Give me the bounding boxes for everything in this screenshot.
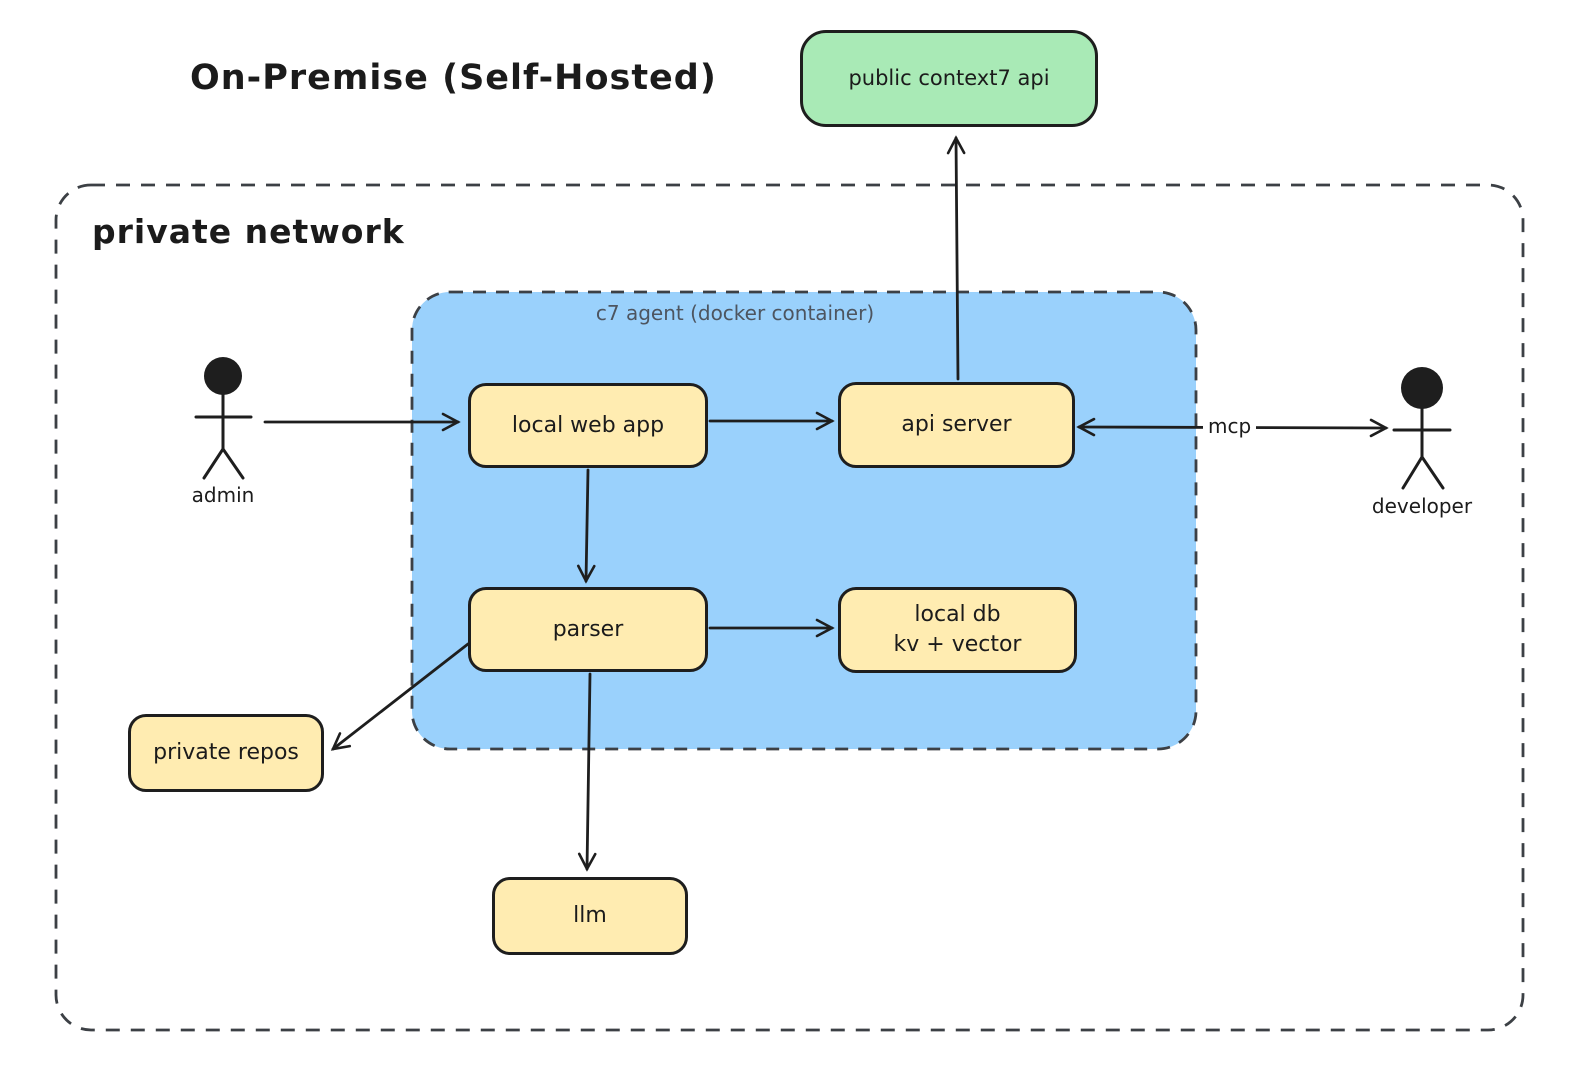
node-llm-label: llm bbox=[573, 903, 607, 929]
node-private-repos: private repos bbox=[128, 714, 324, 792]
edge-local-web-app-parser bbox=[576, 468, 596, 584]
edge-parser-private-repos bbox=[330, 642, 470, 751]
node-local-web-app: local web app bbox=[468, 383, 708, 468]
node-local-web-app-label: local web app bbox=[511, 412, 665, 438]
c7-agent-label: c7 agent (docker container) bbox=[595, 301, 875, 325]
edge-api-server-public-context7-api bbox=[946, 135, 966, 381]
developer-actor-figure bbox=[1392, 367, 1452, 490]
diagram-title: On-Premise (Self-Hosted) bbox=[190, 58, 717, 98]
node-local-db-sublabel: kv + vector bbox=[893, 632, 1022, 657]
admin-actor-figure bbox=[194, 357, 253, 480]
node-api-server-label: api server bbox=[901, 412, 1012, 438]
node-public-context7-api-label: public context7 api bbox=[848, 66, 1050, 91]
private-network-label: private network bbox=[92, 212, 405, 251]
private-network-container bbox=[54, 183, 1525, 1032]
node-local-db: local db kv + vector bbox=[838, 587, 1077, 673]
edge-parser-llm bbox=[577, 672, 597, 872]
node-api-server: api server bbox=[838, 382, 1075, 468]
node-private-repos-label: private repos bbox=[153, 740, 299, 766]
c7-agent-container bbox=[410, 290, 1198, 751]
mcp-edge-label: mcp bbox=[1203, 414, 1257, 438]
node-local-db-label: local db bbox=[914, 602, 1001, 628]
developer-actor-label: developer bbox=[1371, 494, 1473, 518]
node-parser: parser bbox=[468, 587, 708, 672]
node-llm: llm bbox=[492, 877, 688, 955]
node-public-context7-api: public context7 api bbox=[800, 30, 1098, 127]
node-parser-label: parser bbox=[552, 616, 624, 642]
admin-actor-label: admin bbox=[191, 483, 255, 507]
